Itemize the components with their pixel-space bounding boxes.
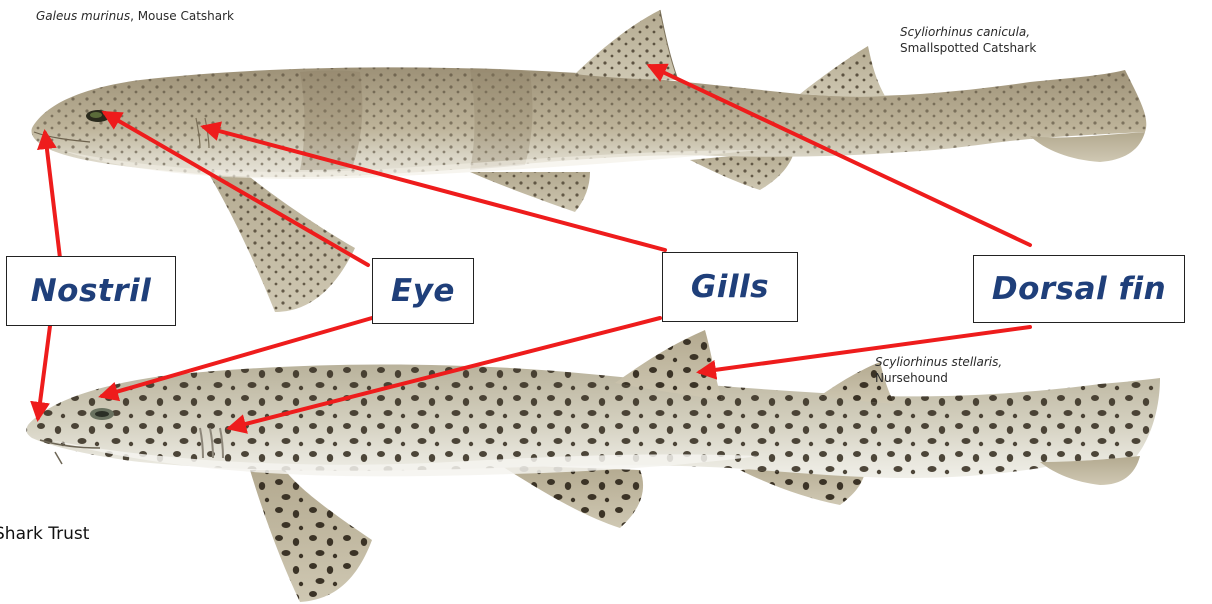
label-dorsal-fin: Dorsal fin — [973, 255, 1185, 323]
label-eye: Eye — [372, 258, 474, 324]
caption-species: Scyliorhinus canicula, — [900, 24, 1036, 40]
credit-text: Shark Trust — [0, 524, 89, 544]
label-nostril: Nostril — [6, 256, 176, 326]
label-gills: Gills — [662, 252, 798, 322]
caption-common-name: Smallspotted Catshark — [900, 40, 1036, 56]
arrow-nostril-bottom — [38, 326, 50, 418]
caption-mouse-catshark: Galeus murinus, Mouse Catshark — [36, 8, 234, 24]
caption-species: Galeus murinus — [36, 9, 130, 23]
caption-nursehound: Scyliorhinus stellaris, Nursehound — [875, 354, 1002, 386]
caption-species: Scyliorhinus stellaris, — [875, 354, 1002, 370]
caption-smallspotted-catshark: Scyliorhinus canicula, Smallspotted Cats… — [900, 24, 1036, 56]
caption-common-name: Nursehound — [875, 370, 1002, 386]
caption-common-name: , Mouse Catshark — [130, 9, 234, 23]
